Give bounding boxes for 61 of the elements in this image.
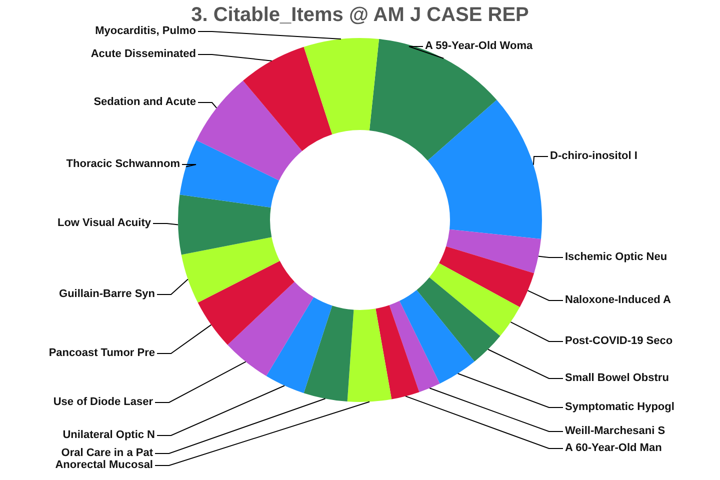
slice-label: Guillain-Barre Syn xyxy=(59,288,155,301)
donut-slice xyxy=(416,277,500,362)
donut-slice xyxy=(228,282,314,376)
leader-line xyxy=(198,31,342,40)
donut-slice xyxy=(439,246,534,308)
leader-line xyxy=(156,278,188,295)
slice-label: A 59-Year-Old Woma xyxy=(425,40,533,53)
leader-line xyxy=(510,322,564,342)
donut-slice xyxy=(428,100,542,240)
leader-line xyxy=(152,223,179,226)
donut-slice xyxy=(389,300,440,392)
chart-title: 3. Citable_Items @ AM J CASE REP xyxy=(190,4,530,26)
donut-slice xyxy=(243,46,332,152)
slice-label: Pancoast Tumor Pre xyxy=(48,347,155,360)
donut-slice xyxy=(266,297,332,394)
slice-label: Weill-Marchesani S xyxy=(565,425,666,438)
donut-slice xyxy=(376,305,420,400)
slice-label: Ischemic Optic Neu xyxy=(565,251,668,264)
donut-slice xyxy=(446,229,541,274)
donut-slice xyxy=(181,237,280,303)
leader-line xyxy=(527,290,564,301)
donut-slice xyxy=(304,306,354,402)
leader-line xyxy=(154,398,326,454)
slice-label: Acute Disseminated xyxy=(90,48,196,61)
slice-label: Symptomatic Hypogl xyxy=(565,401,674,414)
slice-label: Post-COVID-19 Seco xyxy=(565,335,673,348)
donut-slice xyxy=(180,140,280,208)
donut-slice xyxy=(198,260,294,345)
slice-label: Naloxone-Induced A xyxy=(565,294,671,307)
leader-line xyxy=(532,156,548,166)
donut-slice xyxy=(347,308,392,402)
leader-line xyxy=(457,373,564,408)
donut-slice xyxy=(304,38,380,134)
donut-slice xyxy=(196,80,302,181)
slice-label: Use of Diode Laser xyxy=(53,396,153,409)
leader-line xyxy=(408,46,444,59)
leader-line xyxy=(156,385,286,436)
slice-label: Unilateral Optic N xyxy=(62,429,155,442)
leader-line xyxy=(198,102,218,108)
donut-slice xyxy=(369,39,497,161)
slice-label: A 60-Year-Old Man xyxy=(565,442,662,455)
slice-label: Low Visual Acuity xyxy=(57,217,151,230)
slice-label: D-chiro-inositol I xyxy=(550,150,638,163)
slice-label: Thoracic Schwannom xyxy=(66,158,180,171)
leader-line xyxy=(198,54,272,62)
donut-slice xyxy=(429,263,520,336)
leader-line xyxy=(405,396,564,449)
leader-line xyxy=(429,388,564,432)
leader-line xyxy=(182,164,196,168)
leader-line xyxy=(154,401,370,466)
slice-label: Small Bowel Obstru xyxy=(565,372,669,385)
slice-label: Sedation and Acute xyxy=(94,96,196,109)
leader-line xyxy=(538,256,564,258)
slice-label: Anorectal Mucosal xyxy=(55,459,153,472)
leader-line xyxy=(488,348,564,379)
leader-line xyxy=(156,324,212,354)
slice-label: Myocarditis, Pulmo xyxy=(95,25,196,38)
donut-slice xyxy=(399,290,475,384)
slice-label: Oral Care in a Pat xyxy=(61,447,153,460)
donut-slice xyxy=(178,194,272,255)
leader-line xyxy=(154,361,246,403)
